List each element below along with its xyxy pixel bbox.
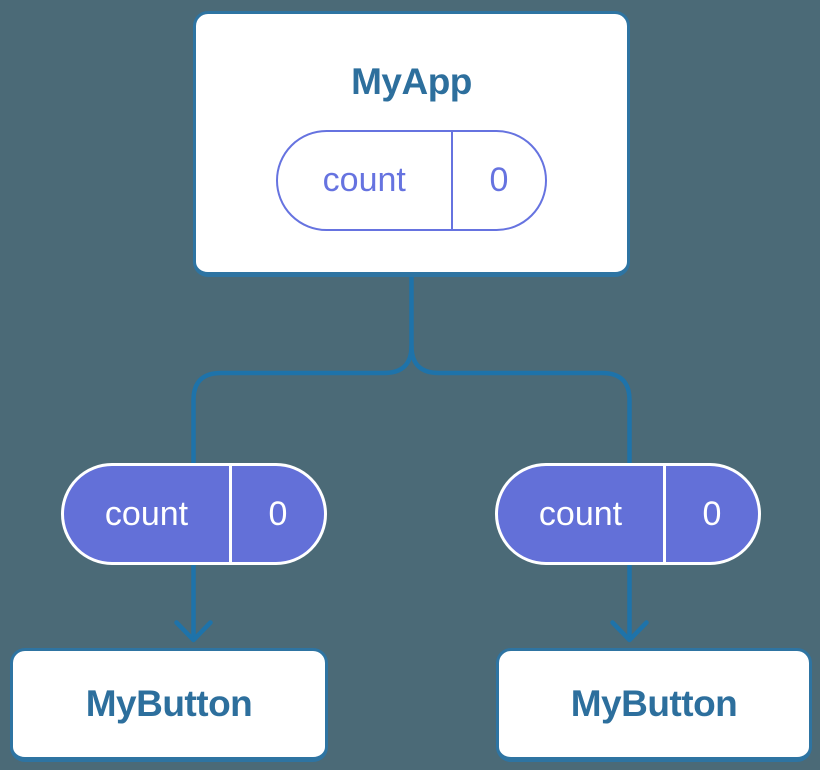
mybutton-title-left: MyButton xyxy=(85,683,253,724)
pill-divider xyxy=(450,132,453,229)
prop-pill-value: 0 xyxy=(702,494,722,533)
myapp-state-pill: count 0 xyxy=(276,130,547,231)
arrow-down-icon-left xyxy=(174,620,213,643)
mybutton-title-right: MyButton xyxy=(570,683,738,724)
prop-pill-value: 0 xyxy=(268,494,288,533)
mybutton-card-right: MyButton xyxy=(496,648,812,762)
myapp-card: MyApp count 0 xyxy=(193,11,630,277)
prop-pill-label: count xyxy=(104,494,189,533)
prop-pill-label: count xyxy=(538,494,623,533)
branch-left-line xyxy=(191,345,414,637)
pill-divider xyxy=(229,466,232,562)
prop-pill-right: count 0 xyxy=(495,463,761,565)
myapp-title: MyApp xyxy=(351,61,472,102)
prop-pill-left: count 0 xyxy=(61,463,327,565)
arrow-down-icon-right xyxy=(610,620,649,643)
branch-right-line xyxy=(409,345,632,637)
state-pill-value: 0 xyxy=(489,161,509,199)
state-pill-label: count xyxy=(322,161,406,199)
pill-divider xyxy=(663,466,666,562)
mybutton-card-left: MyButton xyxy=(10,648,328,762)
